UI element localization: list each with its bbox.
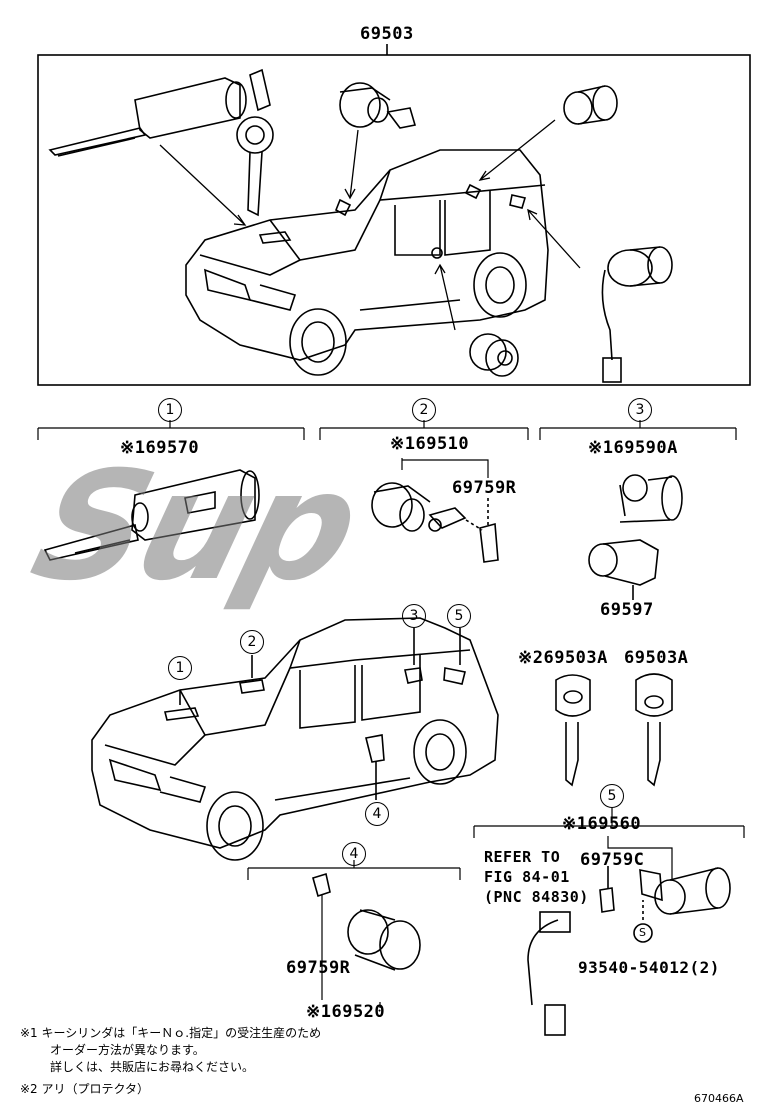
sec5-backdoor-cylinder (527, 866, 731, 1036)
callout-5: 5 (447, 604, 471, 628)
refer-line-3: (PNC 84830) (484, 888, 589, 906)
sec2-door-cylinder (371, 482, 499, 563)
sec1-part-number: ※169570 (120, 438, 200, 458)
refer-line-2: FIG 84-01 (484, 868, 570, 886)
note-3: 詳しくは、共販店にお尋ねください。 (50, 1060, 255, 1074)
sec5-sub-part: 69759C (580, 850, 645, 870)
bottom-vehicle-drawing (91, 617, 499, 861)
top-door-lock (469, 333, 519, 377)
top-frame (37, 54, 751, 386)
section-2-badge: 2 (412, 398, 436, 422)
sec4-part-number: ※169520 (306, 1002, 386, 1022)
note-2: オーダー方法が異なります。 (50, 1043, 205, 1057)
key-right-part: 69503A (624, 648, 689, 668)
sec1-ignition-cylinder (43, 469, 260, 561)
sec4-sub-part: 69759R (286, 958, 351, 978)
sec3-sub-part: 69597 (600, 600, 654, 620)
callout-2: 2 (240, 630, 264, 654)
section-5-badge: 5 (600, 784, 624, 808)
sec5-bolt-part: 93540-54012(2) (578, 958, 720, 977)
note-4: ※2 アリ（プロテクタ） (20, 1082, 150, 1096)
bolt-symbol: S (639, 926, 646, 939)
section-1-badge: 1 (158, 398, 182, 422)
top-vehicle-drawing (185, 149, 549, 376)
top-backdoor-cylinder (601, 246, 673, 383)
callout-4: 4 (365, 802, 389, 826)
section-3-badge: 3 (628, 398, 652, 422)
sec3-parts (588, 474, 683, 600)
sec2-part-number: ※169510 (390, 434, 470, 454)
top-door-cylinder (339, 82, 417, 129)
sec5-part-number: ※169560 (562, 814, 642, 834)
refer-line-1: REFER TO (484, 848, 561, 866)
section-4-badge: 4 (342, 842, 366, 866)
sec3-part-number: ※169590A (588, 438, 678, 458)
callout-1: 1 (168, 656, 192, 680)
section-brackets (37, 420, 745, 1008)
note-1: ※1 キーシリンダは「キーＮｏ.指定」の受注生産のため (20, 1026, 322, 1040)
top-part-number: 69503 (360, 24, 414, 44)
keys-drawing (555, 673, 673, 787)
sec2-sub-part: 69759R (452, 478, 517, 498)
top-ignition-cylinder (48, 68, 274, 217)
watermark: Sup (16, 440, 374, 614)
leader-arrows (159, 119, 581, 331)
callout-3: 3 (402, 604, 426, 628)
figure-code: 670466A (694, 1092, 744, 1105)
key-left-part: ※269503A (518, 648, 608, 668)
top-sleeve (563, 85, 618, 125)
sec4-door-cylinder (312, 872, 421, 971)
